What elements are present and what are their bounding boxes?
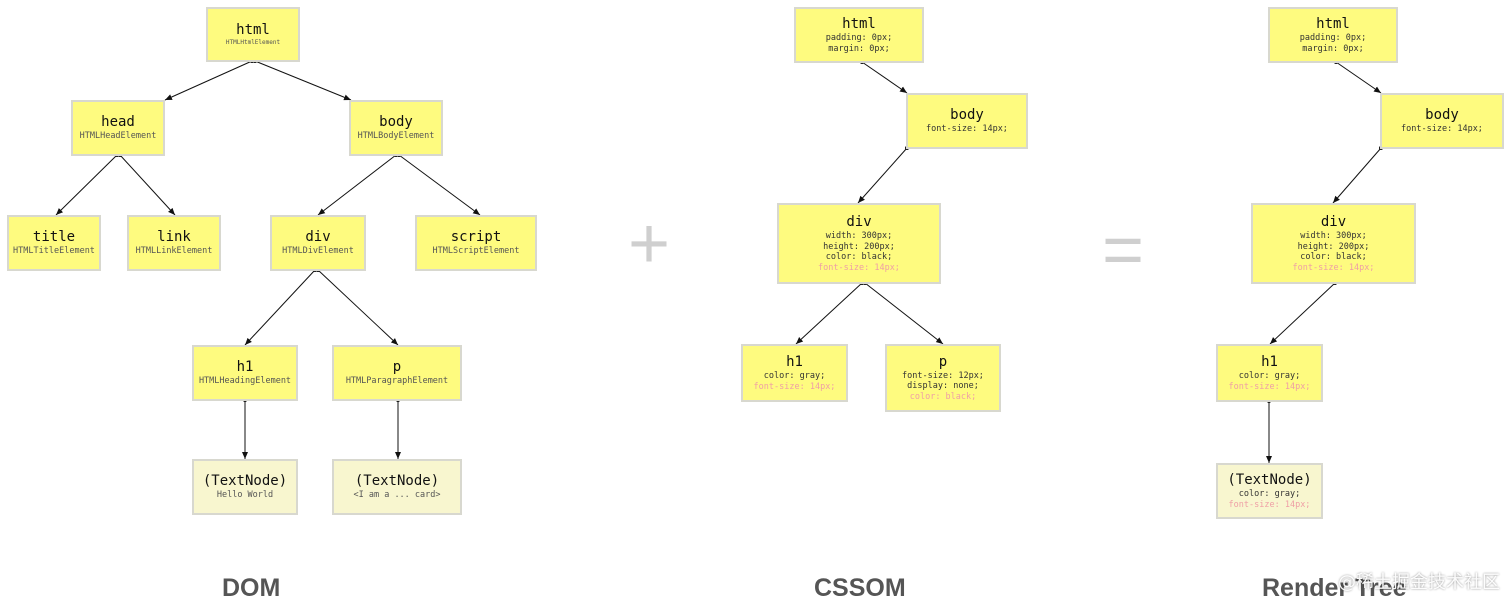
node-tag: script (450, 229, 502, 245)
cssom-node-body: body font-size: 14px; (906, 93, 1028, 149)
edge-dom-body-div (317, 154, 397, 216)
render-node-div: div width: 300px; height: 200px; color: … (1251, 203, 1416, 284)
dom-node-body: body HTMLBodyElement (349, 100, 443, 156)
node-prop: padding: 0px; (825, 33, 893, 43)
node-tag: (TextNode) (354, 473, 440, 489)
node-tag: p (392, 359, 402, 375)
node-prop: font-size: 14px; (926, 124, 1008, 135)
node-prop: height: 200px; (823, 241, 895, 252)
node-inherited-prop: color: black; (909, 391, 977, 402)
dom-textnode-card: (TextNode) <I am a ... card> (332, 459, 462, 515)
node-prop: color: gray; (763, 371, 826, 381)
node-tag: head (101, 114, 135, 130)
node-type: HTMLHtmlElement (225, 39, 281, 46)
node-inherited-prop: font-size: 14px; (753, 381, 836, 392)
cssom-node-div: div width: 300px; height: 200px; color: … (777, 203, 941, 284)
node-prop: color: black; (825, 252, 893, 262)
render-node-h1: h1 color: gray; font-size: 14px; (1216, 344, 1323, 402)
node-content: <I am a ... card> (353, 490, 441, 500)
dom-node-div: div HTMLDivElement (270, 215, 366, 271)
edge-cssom-div-h1 (795, 282, 863, 345)
node-tag: (TextNode) (1227, 472, 1312, 488)
node-type: HTMLHeadElement (79, 131, 157, 141)
dom-caption: DOM (222, 574, 281, 602)
node-tag: (TextNode) (202, 473, 288, 489)
node-type: HTMLTitleElement (13, 246, 95, 256)
plus-sign: + (628, 204, 671, 284)
dom-node-h1: h1 HTMLHeadingElement (192, 345, 298, 401)
cssom-node-p: p font-size: 12px; display: none; color:… (885, 344, 1001, 412)
render-textnode: (TextNode) color: gray; font-size: 14px; (1216, 463, 1323, 519)
node-type: HTMLHeadingElement (198, 376, 292, 386)
node-prop: margin: 0px; (1302, 43, 1364, 54)
node-type: HTMLLinkElement (135, 246, 213, 256)
edge-dom-html-body (254, 60, 352, 101)
edge-dom-html-head (164, 60, 253, 101)
dom-node-head: head HTMLHeadElement (71, 100, 165, 156)
cssom-node-h1: h1 color: gray; font-size: 14px; (741, 344, 848, 402)
edge-dom-head-link (119, 154, 176, 216)
node-type: HTMLScriptElement (432, 246, 520, 256)
edge-dom-div-p (317, 269, 399, 346)
node-tag: div (1320, 214, 1347, 230)
node-prop: height: 200px; (1297, 241, 1370, 252)
node-type: HTMLBodyElement (357, 131, 435, 141)
dom-node-html: html HTMLHtmlElement (206, 7, 300, 62)
dom-textnode-hello: (TextNode) Hello World (192, 459, 298, 515)
node-type: HTMLParagraphElement (345, 376, 449, 386)
node-prop: width: 300px; (825, 231, 893, 241)
node-prop: display: none; (907, 381, 979, 392)
node-tag: html (236, 22, 270, 38)
dom-node-p: p HTMLParagraphElement (332, 345, 462, 401)
node-prop: color: black; (1300, 252, 1367, 262)
node-prop: font-size: 12px; (902, 370, 984, 381)
node-tag: title (32, 229, 76, 245)
node-tag: body (1425, 107, 1459, 124)
render-node-body: body font-size: 14px; (1380, 93, 1504, 149)
node-inherited-prop: font-size: 14px; (1292, 262, 1375, 273)
edge-render-div-h1 (1269, 282, 1336, 345)
equals-sign: = (1102, 210, 1145, 290)
node-tag: div (305, 229, 331, 245)
node-prop: color: gray; (1238, 371, 1301, 381)
node-prop: color: gray; (1238, 489, 1301, 499)
edge-render-body-div (1332, 147, 1382, 204)
dom-node-title: title HTMLTitleElement (7, 215, 101, 271)
node-tag: body (379, 114, 413, 130)
edge-dom-div-h1 (244, 269, 316, 346)
edge-cssom-body-div (857, 147, 908, 204)
render-tree-caption: Render Tree (1262, 574, 1407, 602)
node-type: HTMLDivElement (282, 246, 354, 256)
edge-render-html-body (1335, 61, 1382, 94)
render-node-html: html padding: 0px; margin: 0px; (1268, 7, 1398, 63)
node-tag: div (846, 214, 872, 230)
edge-cssom-div-p (864, 282, 944, 345)
node-prop: margin: 0px; (828, 43, 890, 54)
node-tag: html (1316, 16, 1350, 32)
node-tag: h1 (786, 354, 803, 370)
edge-dom-body-script (398, 154, 481, 216)
node-inherited-prop: font-size: 14px; (1228, 381, 1311, 392)
node-tag: link (157, 229, 191, 245)
edge-dom-head-title (55, 154, 118, 216)
node-tag: h1 (1261, 354, 1278, 370)
node-tag: h1 (236, 359, 254, 375)
node-prop: width: 300px; (1300, 231, 1367, 241)
dom-node-script: script HTMLScriptElement (415, 215, 537, 271)
watermark: @稀土掘金技术社区 (1338, 572, 1500, 593)
node-prop: padding: 0px; (1299, 33, 1367, 43)
edge-cssom-html-body (861, 61, 908, 94)
node-tag: body (950, 107, 984, 124)
node-tag: html (842, 16, 876, 32)
cssom-caption: CSSOM (814, 574, 906, 602)
node-content: Hello World (216, 490, 274, 500)
dom-node-link: link HTMLLinkElement (127, 215, 221, 271)
cssom-node-html: html padding: 0px; margin: 0px; (794, 7, 924, 63)
node-prop: font-size: 14px; (1401, 124, 1483, 135)
node-inherited-prop: font-size: 14px; (1228, 499, 1311, 510)
node-tag: p (938, 353, 948, 370)
node-inherited-prop: font-size: 14px; (818, 262, 900, 273)
